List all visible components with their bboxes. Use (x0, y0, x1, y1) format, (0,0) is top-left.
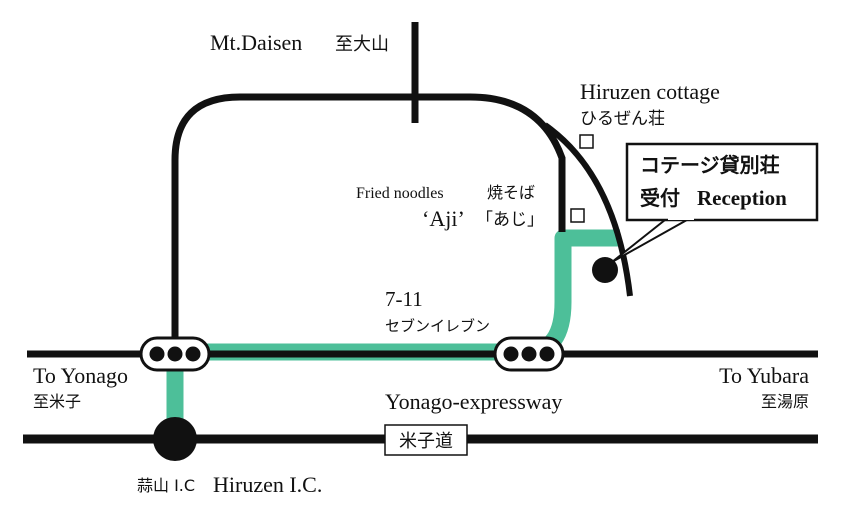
ic-label-jp: 蒜山 I.C (137, 476, 195, 495)
expressway-sign (384, 424, 468, 456)
seven-eleven-label: 7-11 (385, 287, 423, 311)
ic-label: Hiruzen I.C. (213, 472, 322, 497)
loop-road (171, 93, 566, 352)
reception-marker-icon (592, 257, 618, 283)
reception-title: コテージ貸別荘 (640, 153, 780, 177)
reception-title-en: Reception (697, 186, 787, 210)
daisen-label-jp: 至大山 (335, 34, 389, 55)
daisen-label: Mt.Daisen (210, 30, 302, 55)
callout-pointer (611, 215, 695, 263)
landmark-square-icon (579, 134, 594, 149)
traffic-light-icon (493, 336, 565, 372)
cottage-label-jp: ひるぜん荘 (580, 109, 665, 129)
noodles-label-jp: 焼そば (487, 183, 535, 202)
yonago-label-jp: 至米子 (33, 392, 81, 411)
interchange-icon (153, 417, 197, 461)
cottage-label: Hiruzen cottage (580, 79, 720, 104)
aji-label-jp: 「あじ」 (476, 210, 544, 230)
yubara-label: To Yubara (719, 363, 809, 388)
seven-eleven-label-jp: セブンイレブン (385, 317, 490, 335)
expressway-sign-text: 米子道 (399, 431, 453, 452)
noodles-label: Fried noodles (356, 185, 444, 202)
traffic-light-icon (139, 336, 211, 372)
reception-callout (625, 142, 819, 222)
yubara-label-jp: 至湯原 (761, 392, 809, 411)
landmark-square-icon (570, 208, 585, 223)
aji-label: ‘Aji’ (422, 206, 465, 231)
expressway-label: Yonago-expressway (385, 389, 562, 414)
cottage-road (543, 122, 633, 297)
yonago-label: To Yonago (33, 363, 128, 388)
reception-title-jp: 受付 (640, 186, 680, 210)
